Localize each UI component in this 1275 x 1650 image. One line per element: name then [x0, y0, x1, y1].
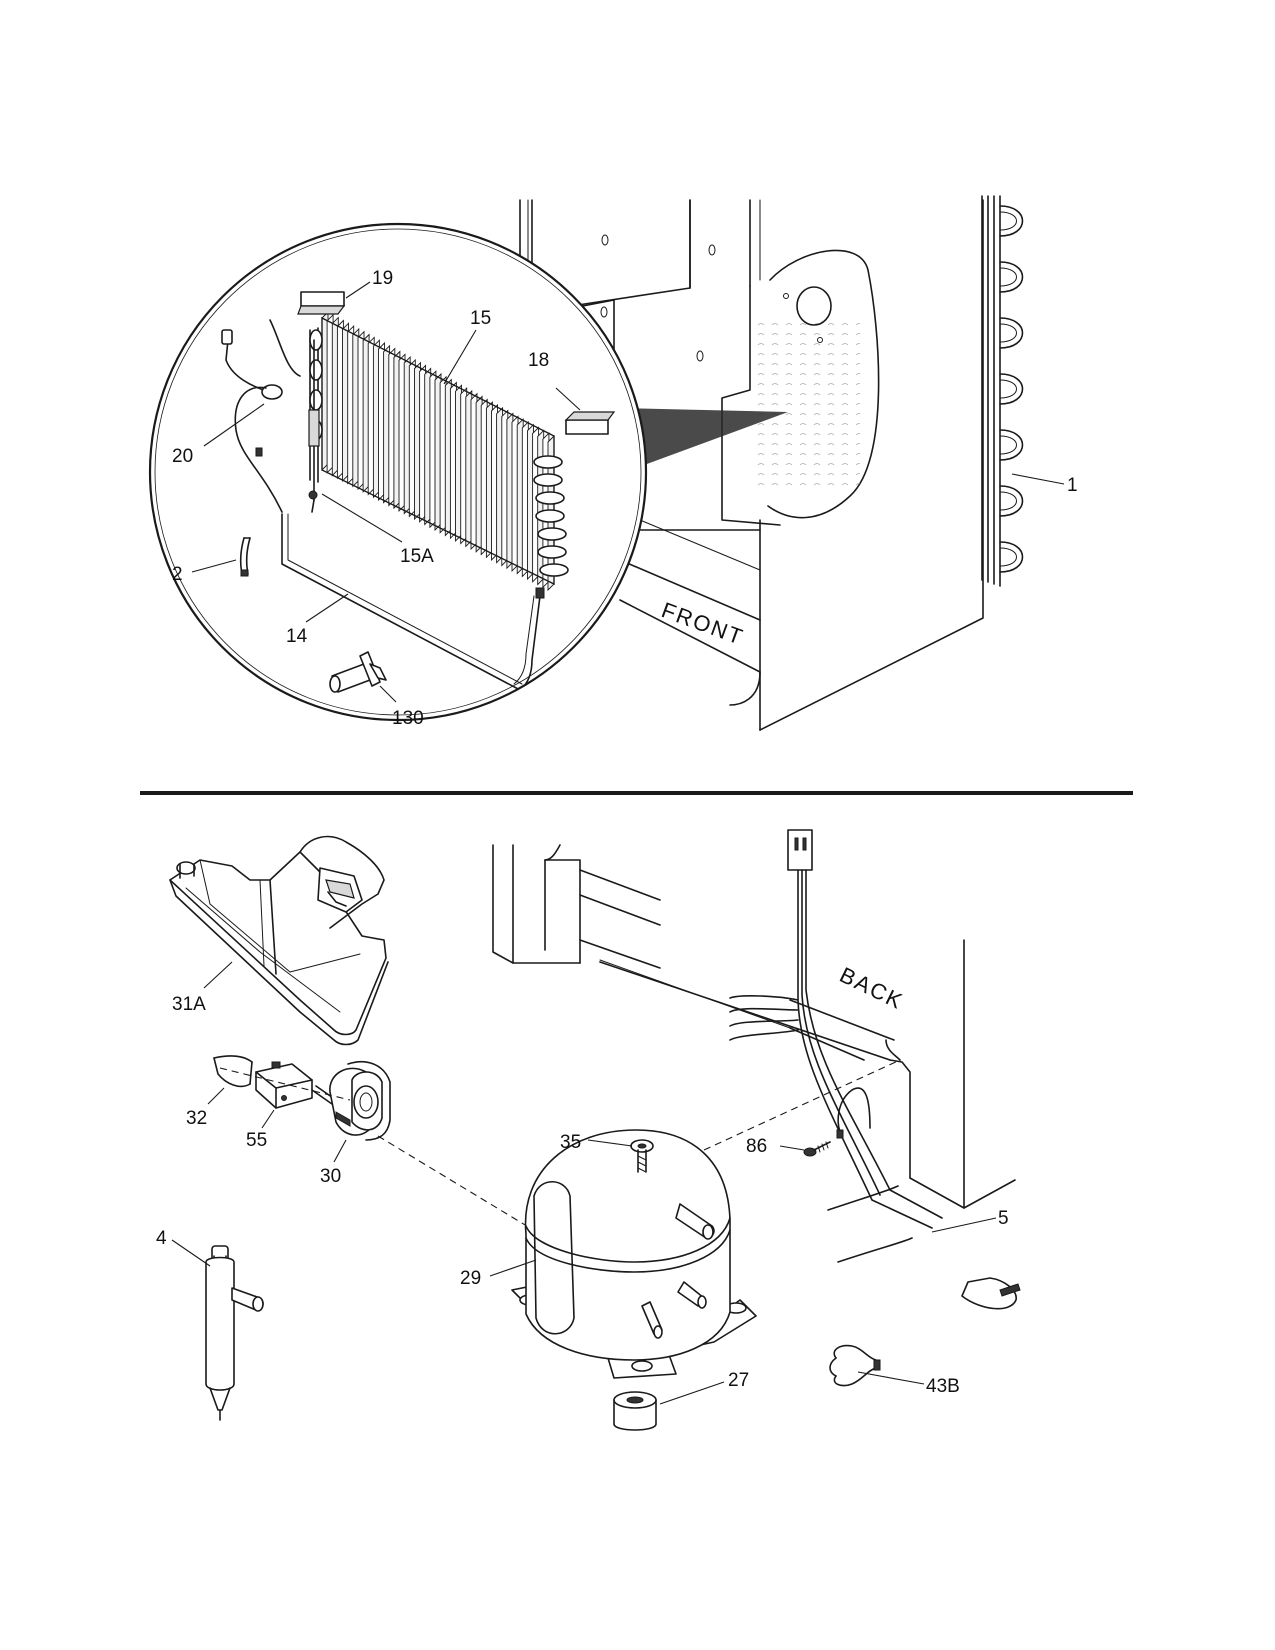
part-label-1: 1: [1067, 475, 1078, 496]
clip-43B: [829, 1344, 881, 1387]
drain-pan: [169, 835, 389, 1046]
suction-line: [281, 513, 521, 691]
part-label-5: 5: [998, 1208, 1009, 1229]
part-label-18: 18: [528, 350, 549, 371]
cabinet-back: [492, 844, 1016, 1209]
evaporator-return-bends: [533, 455, 569, 577]
evaporator-inlet-tubes: [309, 327, 323, 483]
part-label-2: 2: [172, 564, 183, 585]
part-label-86: 86: [746, 1136, 767, 1157]
part-label-29: 29: [460, 1268, 481, 1289]
section-divider: [140, 791, 1133, 795]
grommet-27: [613, 1391, 657, 1431]
cabinet-interior: [519, 195, 1024, 731]
block-19: [297, 291, 346, 315]
detail-callout-cone: [618, 408, 788, 468]
evaporator: [321, 310, 555, 592]
compressor: [511, 1129, 757, 1379]
overload-30: [311, 1060, 391, 1141]
relay-55: [255, 1061, 313, 1109]
block-18: [564, 411, 616, 435]
part-label-35: 35: [560, 1132, 581, 1153]
defrost-heater: [308, 339, 320, 513]
evaporator-outline: [321, 316, 555, 586]
clip-2: [239, 537, 251, 577]
part-label-4: 4: [156, 1228, 167, 1249]
filter-drier: [205, 1245, 264, 1421]
part-label-27: 27: [728, 1370, 749, 1391]
clip-32: [213, 1055, 253, 1088]
drain-fitting-130: [329, 651, 387, 693]
part-label-32: 32: [186, 1108, 207, 1129]
screw-86: [803, 1141, 831, 1157]
defrost-thermostat: [221, 329, 283, 513]
part-label-130: 130: [392, 708, 424, 729]
part-label-20: 20: [172, 446, 193, 467]
part-label-19: 19: [372, 268, 393, 289]
part-label-55: 55: [246, 1130, 267, 1151]
power-cord: [729, 829, 1021, 1310]
back-label: BACK: [836, 962, 908, 1014]
part-label-15: 15: [470, 308, 491, 329]
part-label-31A: 31A: [172, 994, 206, 1015]
part-label-15A: 15A: [400, 546, 434, 567]
part-label-43B: 43B: [926, 1376, 960, 1397]
part-label-14: 14: [286, 626, 308, 647]
condenser-coil: [981, 195, 1024, 587]
part-label-30: 30: [320, 1166, 341, 1187]
